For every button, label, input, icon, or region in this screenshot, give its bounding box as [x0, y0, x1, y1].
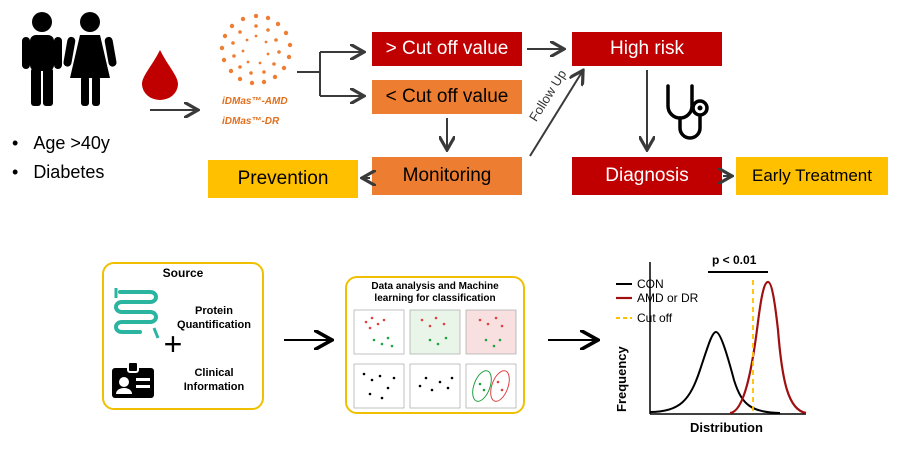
protein-helix-icon — [114, 288, 160, 339]
legend-con: CON — [637, 277, 664, 291]
prevention-box: Prevention — [208, 160, 358, 198]
analysis-title: Data analysis and Machine learning for c… — [371, 281, 499, 304]
monitoring-box: Monitoring — [372, 157, 522, 195]
chart-xlabel: Distribution — [690, 420, 763, 435]
below-cutoff-box: < Cut off value — [372, 80, 522, 114]
blood-drop-icon — [142, 50, 178, 100]
distribution-chart — [616, 262, 807, 415]
product-amd: iDMas™-AMD — [222, 96, 288, 107]
diagnosis-box: Diagnosis — [572, 157, 722, 195]
analysis-thumbnails — [353, 309, 517, 409]
source-title: Source — [162, 266, 204, 280]
amd-dr-curve — [729, 280, 807, 415]
people-icon — [22, 12, 117, 106]
plus-sign: + — [163, 326, 183, 362]
kit-logo-icon — [219, 13, 293, 86]
risk-factor-diabetes: • Diabetes — [12, 162, 105, 182]
above-cutoff-box: > Cut off value — [372, 32, 522, 66]
stethoscope-icon — [666, 84, 709, 140]
legend-cutoff: Cut off — [637, 311, 673, 325]
id-card-icon — [112, 361, 154, 398]
pvalue-label: p < 0.01 — [712, 253, 757, 267]
risk-factor-age: • Age >40y — [12, 133, 110, 153]
protein-label: Protein Quantification — [177, 305, 251, 331]
bottom-flow-arrows — [284, 300, 900, 380]
legend-amd-dr: AMD or DR — [637, 291, 699, 305]
high-risk-box: High risk — [572, 32, 722, 66]
top-flow-arrows — [150, 0, 900, 230]
clinical-label: Clinical Information — [183, 367, 245, 393]
early-treatment-box: Early Treatment — [736, 157, 888, 195]
chart-ylabel: Frequency — [614, 346, 629, 412]
product-dr: iDMas™-DR — [222, 116, 280, 127]
con-curve — [649, 330, 781, 414]
